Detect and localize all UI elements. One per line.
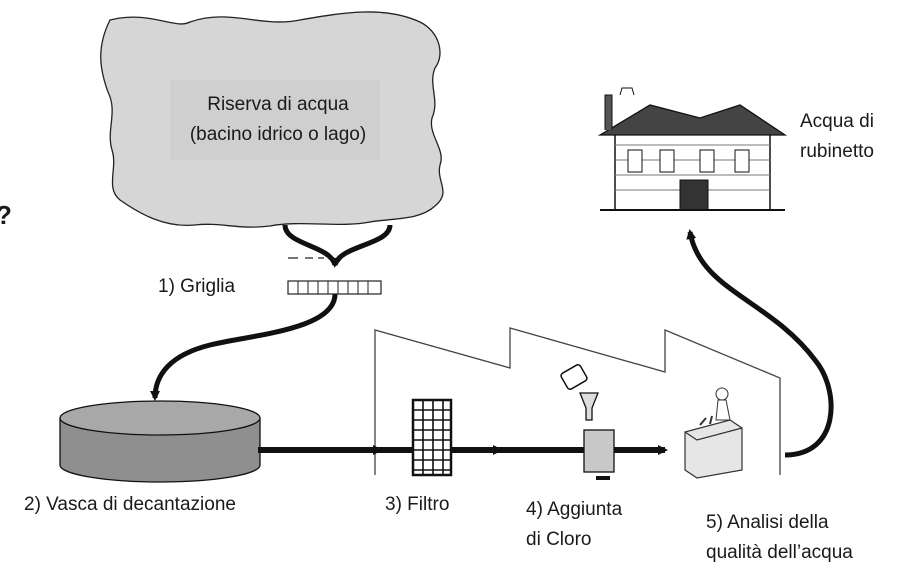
step-4-label: 4) Aggiunta di Cloro xyxy=(526,495,622,555)
settling-tank-icon xyxy=(59,400,261,483)
grid-screen-icon xyxy=(287,280,382,295)
step-4-label-line2: di Cloro xyxy=(526,529,592,550)
chlorine-dispenser-icon xyxy=(560,364,615,480)
filter-icon xyxy=(411,398,453,477)
step-5-label: 5) Analisi della qualità dell’acqua xyxy=(706,508,853,568)
tap-water-label: Acqua di rubinetto xyxy=(800,107,874,167)
treatment-building xyxy=(374,327,781,475)
tap-water-label-line1: Acqua di xyxy=(800,111,874,132)
step-5-label-line2: qualità dell’acqua xyxy=(706,542,853,563)
reservoir-inner-panel xyxy=(170,80,380,160)
step-5-label-line1: 5) Analisi della xyxy=(706,512,829,533)
lab-to-house-pipe xyxy=(686,229,834,458)
reservoir-label-line1: Riserva di acqua xyxy=(207,94,349,115)
reservoir-label: Riserva di acqua (bacino idrico o lago) xyxy=(178,90,378,150)
reservoir-label-line2: (bacino idrico o lago) xyxy=(189,124,367,145)
step-4-label-line1: 4) Aggiunta xyxy=(526,499,623,520)
grid-to-tank-pipe xyxy=(150,293,338,401)
house-icon xyxy=(597,87,788,211)
tap-water-label-line2: rubinetto xyxy=(800,141,874,162)
step-1-label: 1) Griglia xyxy=(158,276,236,297)
step-3-label: 3) Filtro xyxy=(385,494,450,515)
lab-analysis-icon xyxy=(684,387,743,479)
cropped-fragment: ? xyxy=(0,200,12,230)
step-2-label: 2) Vasca di decantazione xyxy=(24,494,236,515)
reservoir-pipe-right xyxy=(331,224,393,268)
